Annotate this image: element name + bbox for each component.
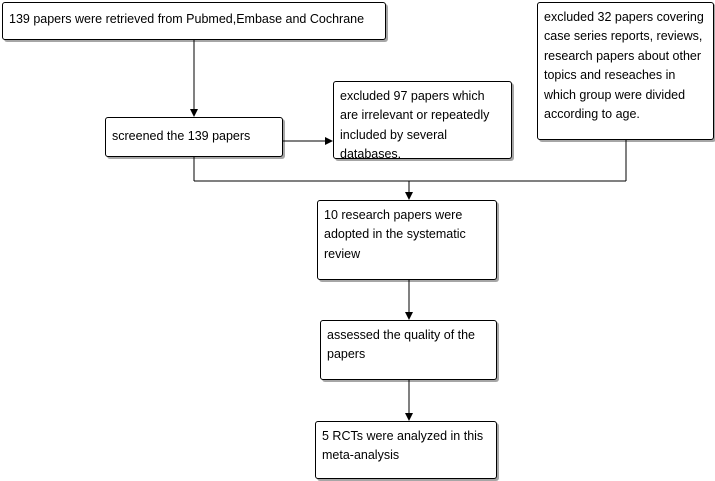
box-excluded-97-papers-text: excluded 97 papers which are irrelevant … <box>340 89 490 162</box>
box-papers-retrieved: 139 papers were retrieved from Pubmed,Em… <box>2 2 386 40</box>
box-rcts-analyzed: 5 RCTs were analyzed in this meta-analys… <box>315 421 497 479</box>
box-rcts-analyzed-text: 5 RCTs were analyzed in this meta-analys… <box>322 429 484 463</box>
box-papers-adopted: 10 research papers were adopted in the s… <box>317 200 497 280</box>
box-screened-papers-text: screened the 139 papers <box>112 129 251 143</box>
box-papers-adopted-text: 10 research papers were adopted in the s… <box>324 208 466 261</box>
box-excluded-32-papers: excluded 32 papers covering case series … <box>537 2 714 140</box>
box-excluded-32-papers-text: excluded 32 papers covering case series … <box>544 10 704 121</box>
box-excluded-97-papers: excluded 97 papers which are irrelevant … <box>333 81 512 162</box>
box-quality-assessed-text: assessed the quality of the papers <box>327 328 476 362</box>
box-screened-papers: screened the 139 papers <box>105 117 283 157</box>
box-quality-assessed: assessed the quality of the papers <box>320 320 497 380</box>
box-papers-retrieved-text: 139 papers were retrieved from Pubmed,Em… <box>9 12 365 26</box>
